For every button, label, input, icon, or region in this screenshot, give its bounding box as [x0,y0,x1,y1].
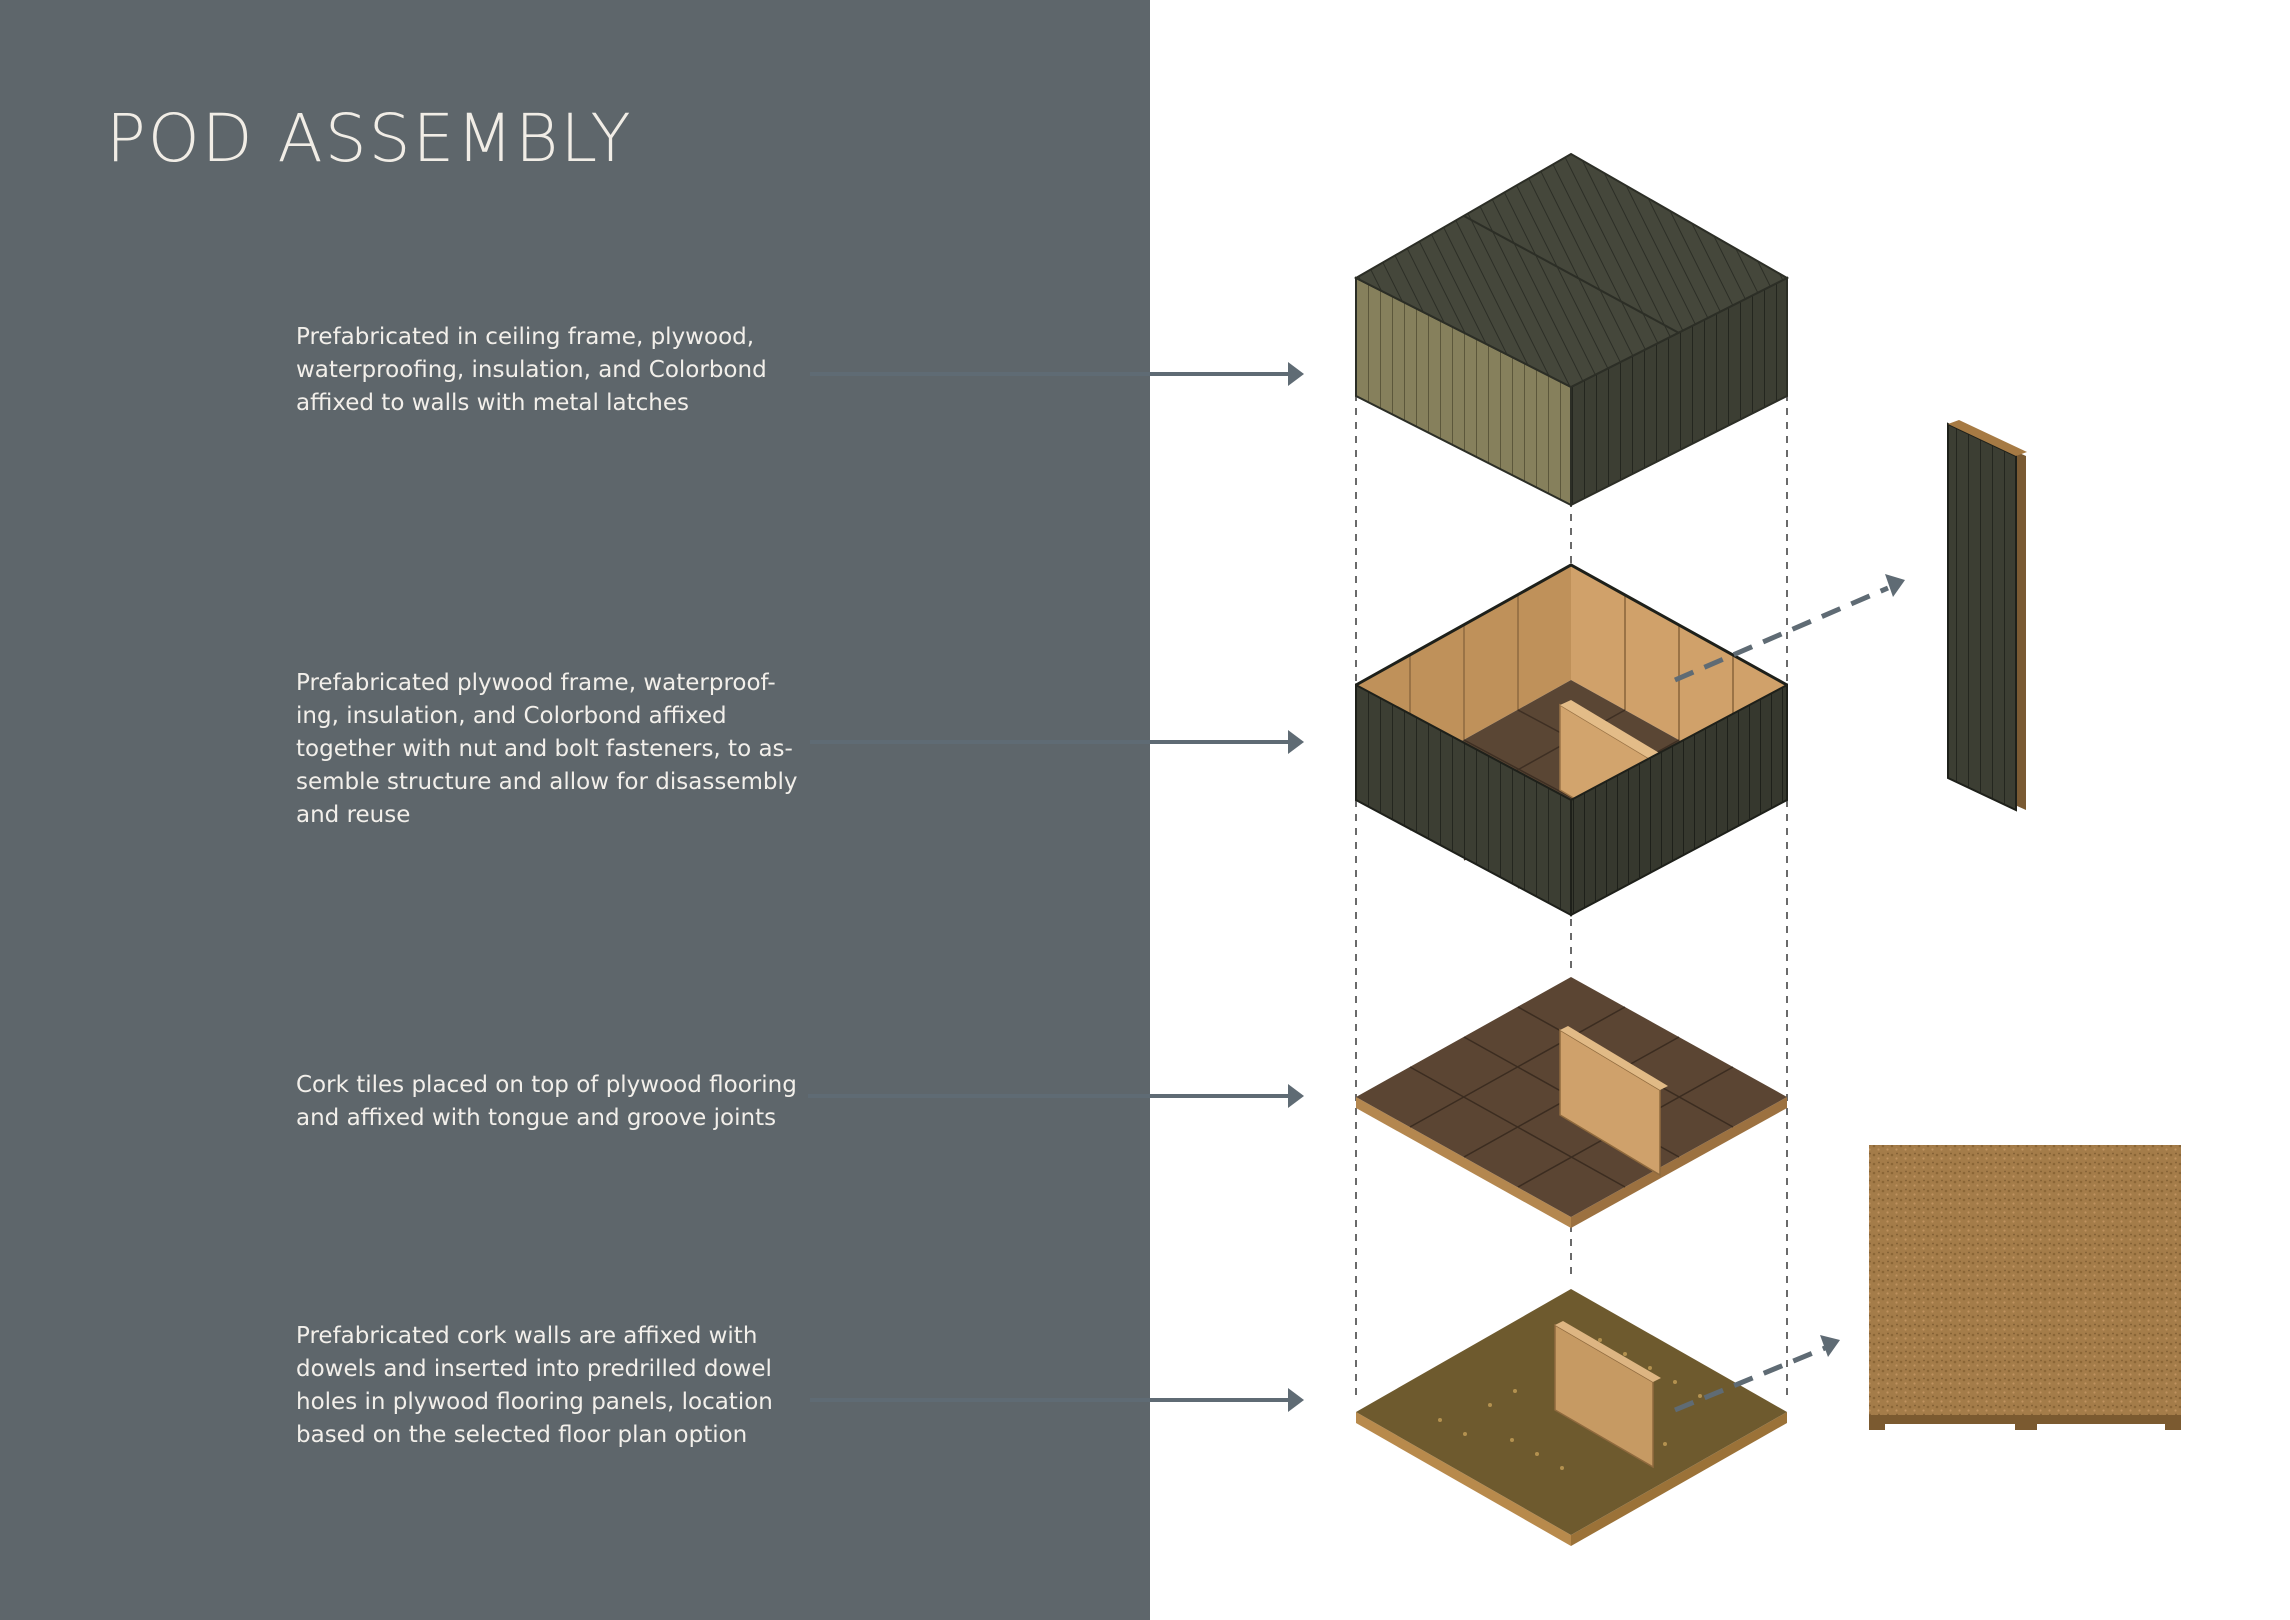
cork-tile-floor-module [1356,977,1787,1228]
roof-module [1353,152,1790,507]
arrow-right-icon [810,730,1304,754]
arrow-right-icon [810,1388,1304,1412]
arrow-right-icon [808,1084,1304,1108]
alignment-dashed-lines [1355,380,1788,1400]
step-roof-description: Prefabricated in ceiling frame, plywood,… [296,324,767,416]
page-title: POD ASSEMBLY [106,100,633,177]
wall-frame-module [1355,563,1788,917]
step-cork-tiles-description: Cork tiles placed on top of plywood floo… [296,1072,797,1131]
step-walls-description: Prefabricated plywood frame, waterproof-… [296,670,798,828]
cork-wall-panel-detail [1869,1145,2181,1430]
dashed-arrow-icon [1674,1335,1840,1413]
plywood-floor-module [1356,1289,1787,1546]
arrow-right-icon [810,362,1304,386]
leader-arrows [808,362,1304,1412]
left-panel [0,0,1150,1620]
step-floor-description: Prefabricated cork walls are affixed wit… [296,1323,773,1448]
dashed-arrow-icon [1674,574,1905,683]
wall-panel-detail [1947,420,2027,812]
